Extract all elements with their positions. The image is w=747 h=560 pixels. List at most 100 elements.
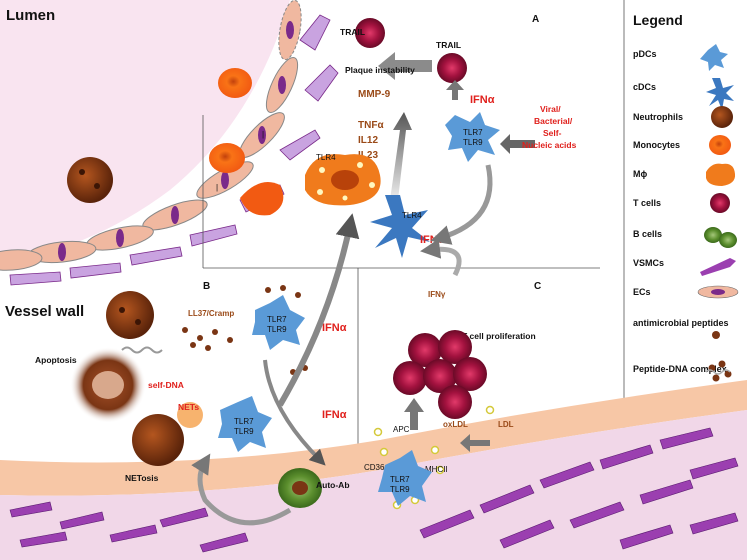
media-layer [0, 410, 747, 560]
tlr9-b-top-label: TLR9 [267, 325, 287, 334]
legend-item-ecs: ECs [633, 287, 651, 297]
cdc [370, 195, 430, 258]
neutrophil-b [106, 291, 154, 339]
self-dna-label: self-DNA [148, 380, 184, 390]
arrow-ldl [460, 434, 490, 452]
pdc-b-top [252, 295, 305, 350]
tlr7-b-top-label: TLR7 [267, 315, 287, 324]
legend-vsmc-icon [700, 258, 736, 276]
tcell-trail-right [437, 53, 467, 83]
panel-a-letter: A [532, 14, 539, 25]
tlr7-b-bottom-label: TLR7 [234, 417, 254, 426]
vessel-band [0, 380, 747, 496]
viral-line-1: Viral/ [540, 104, 561, 114]
tcell-prolif-label: T cell proliferation [462, 331, 536, 341]
ifng-label: IFNγ [428, 290, 446, 299]
ifna-a-label: IFNα [470, 94, 495, 106]
il12-label: IL12 [358, 135, 378, 146]
mmp9-label: MMP-9 [358, 89, 391, 100]
legend-monocyte-icon [709, 135, 731, 155]
marker-2: | [216, 183, 218, 192]
pdc-a [445, 112, 500, 162]
ifna-b-bottom-label: IFNα [322, 409, 347, 421]
oxldl-label: oxLDL [443, 420, 468, 429]
arrow-b-to-a [277, 213, 360, 407]
legend-cdc-icon [706, 78, 734, 110]
legend-pdc-icon [700, 44, 728, 71]
auto-ab-label: Auto-Ab [316, 480, 350, 490]
lumen-neutrophil [67, 157, 113, 203]
legend-bcell-icon [704, 227, 722, 243]
tlr4-macrophage-label: TLR4 [316, 153, 336, 162]
panel-c-letter: C [534, 281, 541, 292]
legend-title: Legend [633, 12, 683, 28]
legend-item-neutrophils: Neutrophils [633, 112, 683, 122]
pdc-c [378, 450, 432, 506]
legend-item-tcells: T cells [633, 198, 661, 208]
vessel-wall-label: Vessel wall [5, 303, 84, 320]
ifna-b-top-label: IFNα [322, 322, 347, 334]
tlr9-a-label: TLR9 [463, 138, 483, 147]
nets-label: NETs [178, 402, 199, 412]
mhcii-label: MHCII [425, 465, 448, 474]
arrow-autoab-cycle [191, 453, 292, 526]
legend-neutrophil-icon [711, 106, 733, 128]
legend-tcell-icon [710, 193, 730, 213]
legend-item-vsmcs: VSMCs [633, 258, 664, 268]
legend-item-monocytes: Monocytes [633, 140, 680, 150]
apoptosis-label: Apoptosis [35, 355, 77, 365]
ll37-label: LL37/Cramp [188, 309, 234, 318]
tlr7-a-label: TLR7 [463, 128, 483, 137]
cd36-label: CD36 [364, 463, 385, 472]
arrow-cytokines [390, 112, 412, 200]
lumen-label: Lumen [6, 7, 55, 24]
tcell-cluster [393, 330, 487, 419]
self-dna-strand [121, 346, 163, 354]
legend-item-pdcs: pDCs [633, 49, 657, 59]
tlr9-c-label: TLR9 [390, 485, 410, 494]
arrow-ifng [420, 238, 462, 277]
viral-line-3: Self- [543, 128, 562, 138]
lumen-region [0, 0, 290, 262]
marker-1: | [262, 130, 264, 139]
legend-item-amp: antimicrobial peptides [633, 318, 729, 328]
trail-left-label: TRAIL [340, 27, 365, 37]
tlr7-c-label: TLR7 [390, 475, 410, 484]
panel-a: TRAIL TRAIL Plaque instability MMP-9 TNF… [305, 18, 577, 258]
legend-item-complex: Peptide-DNA complex [633, 364, 727, 374]
pdc-b-bottom [218, 396, 272, 452]
viral-line-2: Bacterial/ [534, 116, 573, 126]
arrow-plaque [378, 52, 432, 80]
arrow-trail [446, 80, 464, 100]
viral-line-4: Nucleic acids [522, 140, 577, 150]
arrow-apc [404, 398, 424, 430]
legend-macrophage-icon [706, 163, 736, 186]
il23-label: IL23 [358, 150, 378, 161]
trail-right-label: TRAIL [436, 40, 461, 50]
arrow-pdc-bcell [263, 359, 326, 466]
panel-b: LL37/Cramp TLR7 TLR9 IFNα Apoptosis self… [35, 213, 360, 526]
legend-peptide-icon [712, 331, 720, 339]
tcell-trail-left [355, 18, 385, 48]
endothelium [0, 0, 302, 271]
legend-item-bcells: B cells [633, 229, 662, 239]
panel-b-letter: B [203, 281, 210, 292]
netosis-neutrophil [132, 414, 184, 466]
legend-item-cdcs: cDCs [633, 82, 656, 92]
netosis-label: NETosis [125, 473, 159, 483]
legend-complex-icon [705, 360, 732, 382]
tnfa-label: TNFα [358, 120, 384, 131]
apc-label: APC [393, 425, 410, 434]
arrow-nucleic [500, 134, 535, 154]
legend: Legend pDCs cDCs Neutrophils Monocytes M… [633, 12, 739, 382]
panel-c: IFNγ T cell proliferation APC oxLDL LDL … [364, 238, 536, 510]
arrow-pdc-cdc [430, 164, 493, 245]
vsmc-layer-bottom [9, 427, 739, 553]
tlr4-cdc-label: TLR4 [402, 211, 422, 220]
peptides-b1 [182, 327, 233, 351]
legend-item-macrophage: Mϕ [633, 169, 647, 179]
tlr9-b-bottom-label: TLR9 [234, 427, 254, 436]
plaque-instability-label: Plaque instability [345, 65, 415, 75]
